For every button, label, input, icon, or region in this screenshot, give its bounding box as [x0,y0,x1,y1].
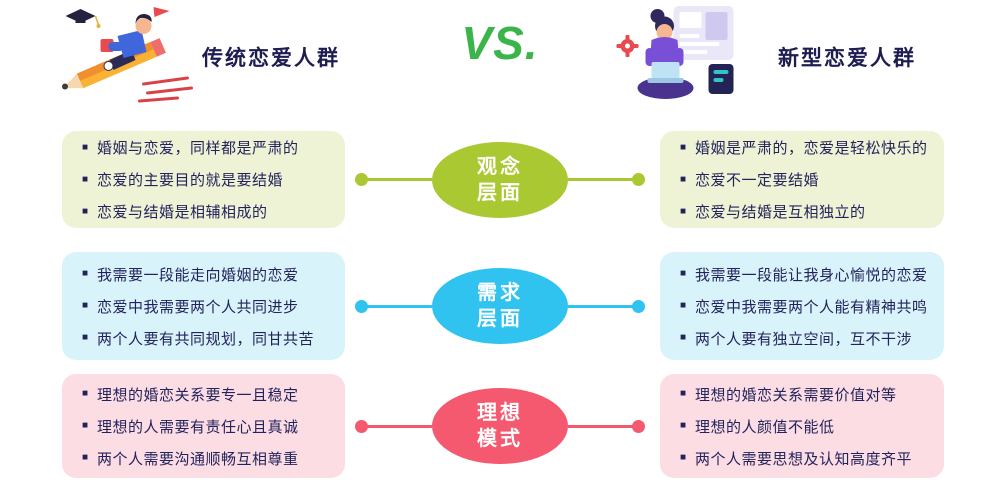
category-ellipse-needs: 需求 层面 [432,268,568,344]
bullet-square-icon: ■ [82,452,89,463]
list-item: ■ 恋爱中我需要两个人能有精神共鸣 [680,296,934,317]
concept-left-points-box: ■ 婚姻与恋爱，同样都是严肃的 ■ 恋爱的主要目的就是要结婚 ■ 恋爱与结婚是相… [62,131,345,228]
connector-line [568,424,634,428]
list-item: ■ 理想的人需要有责任心且真诚 [82,416,335,437]
right-group-title: 新型恋爱人群 [778,47,916,70]
needs-right-points-box: ■ 我需要一段能让我身心愉悦的恋爱 ■ 恋爱中我需要两个人能有精神共鸣 ■ 两个… [660,252,944,360]
connector-dot [632,299,645,313]
bullet-square-icon: ■ [82,173,89,185]
bullet-text: 恋爱与结婚是相辅相成的 [97,204,268,221]
ideal-right-points-box: ■ 理想的婚恋关系需要价值对等 ■ 理想的人颜值不能低 ■ 两个人需要思想及认知… [660,374,944,478]
bullet-text: 理想的人需要有责任心且真诚 [97,418,299,436]
list-item: ■ 理想的婚恋关系要专一且稳定 [82,384,335,405]
bullet-square-icon: ■ [680,268,687,279]
student-on-pencil-icon [62,7,193,103]
category-label-line2: 层面 [477,308,523,330]
list-item: ■ 恋爱不一定要结婚 [680,169,934,190]
laptop-woman-illustration [606,4,744,110]
list-item: ■ 婚姻是严肃的，恋爱是轻松快乐的 [680,137,934,158]
list-item: ■ 恋爱中我需要两个人共同进步 [82,296,335,317]
vs-label: VS. [461,17,539,69]
list-item: ■ 我需要一段能走向婚姻的恋爱 [82,264,335,285]
connector-line [366,304,432,308]
list-item: ■ 两个人需要沟通顺畅互相尊重 [82,448,335,469]
bullet-text: 理想的婚恋关系需要价值对等 [695,386,897,404]
list-item: ■ 恋爱与结婚是互相独立的 [680,201,934,222]
bullet-text: 婚姻是严肃的，恋爱是轻松快乐的 [695,140,928,157]
category-ellipse-ideal: 理想 模式 [432,388,568,464]
list-item: ■ 我需要一段能让我身心愉悦的恋爱 [680,264,934,285]
woman-with-laptop-icon [616,6,734,99]
list-item: ■ 两个人要有独立空间，互不干涉 [680,328,934,349]
category-label-line1: 需求 [477,282,523,304]
bullet-text: 我需要一段能走向婚姻的恋爱 [97,266,299,284]
bullet-square-icon: ■ [680,205,687,217]
bullet-square-icon: ■ [680,388,687,399]
bullet-square-icon: ■ [82,141,89,153]
needs-left-points-box: ■ 我需要一段能走向婚姻的恋爱 ■ 恋爱中我需要两个人共同进步 ■ 两个人要有共… [62,252,345,360]
comparison-row-ideal: ■ 理想的婚恋关系要专一且稳定 ■ 理想的人需要有责任心且真诚 ■ 两个人需要沟… [0,374,1000,478]
bullet-square-icon: ■ [82,300,89,311]
bullet-square-icon: ■ [680,420,687,431]
category-label-line2: 层面 [477,181,523,204]
bullet-square-icon: ■ [82,332,89,343]
left-group-title: 传统恋爱人群 [202,47,340,70]
connector-line [568,178,634,181]
bullet-square-icon: ■ [680,452,687,463]
bullet-text: 婚姻与恋爱，同样都是严肃的 [97,140,299,157]
bullet-text: 两个人需要思想及认知高度齐平 [695,450,913,468]
bullet-text: 我需要一段能让我身心愉悦的恋爱 [695,266,928,284]
bullet-square-icon: ■ [82,420,89,431]
connector-dot [355,299,368,313]
category-label-line1: 观念 [477,155,523,178]
bullet-square-icon: ■ [680,141,687,153]
bullet-text: 两个人要有共同规划，同甘共苦 [97,330,315,348]
connector-dot [355,173,368,186]
bullet-square-icon: ■ [680,173,687,185]
connector-dot [632,419,645,433]
bullet-square-icon: ■ [82,205,89,217]
bullet-square-icon: ■ [82,268,89,279]
flying-pencil-illustration [50,2,198,110]
connector-line [366,178,432,181]
category-label-line2: 模式 [477,428,523,450]
bullet-text: 恋爱中我需要两个人能有精神共鸣 [695,298,928,316]
comparison-row-concept: ■ 婚姻与恋爱，同样都是严肃的 ■ 恋爱的主要目的就是要结婚 ■ 恋爱与结婚是相… [0,131,1000,228]
list-item: ■ 理想的婚恋关系需要价值对等 [680,384,934,405]
list-item: ■ 两个人需要思想及认知高度齐平 [680,448,934,469]
bullet-text: 恋爱的主要目的就是要结婚 [97,172,284,189]
connector-line [568,304,634,308]
bullet-square-icon: ■ [680,332,687,343]
bullet-square-icon: ■ [680,300,687,311]
concept-right-points-box: ■ 婚姻是严肃的，恋爱是轻松快乐的 ■ 恋爱不一定要结婚 ■ 恋爱与结婚是互相独… [660,131,944,228]
list-item: ■ 恋爱的主要目的就是要结婚 [82,169,335,190]
connector-line [366,424,432,428]
category-ellipse-concept: 观念 层面 [432,141,568,218]
bullet-text: 恋爱不一定要结婚 [695,172,820,189]
connector-dot [355,419,368,433]
bullet-text: 两个人要有独立空间，互不干涉 [695,330,913,348]
list-item: ■ 两个人要有共同规划，同甘共苦 [82,328,335,349]
bullet-square-icon: ■ [82,388,89,399]
comparison-row-needs: ■ 我需要一段能走向婚姻的恋爱 ■ 恋爱中我需要两个人共同进步 ■ 两个人要有共… [0,252,1000,360]
list-item: ■ 理想的人颜值不能低 [680,416,934,437]
list-item: ■ 婚姻与恋爱，同样都是严肃的 [82,137,335,158]
bullet-text: 理想的婚恋关系要专一且稳定 [97,386,299,404]
bullet-text: 两个人需要沟通顺畅互相尊重 [97,450,299,468]
bullet-text: 理想的人颜值不能低 [695,418,835,436]
bullet-text: 恋爱与结婚是互相独立的 [695,204,866,221]
connector-dot [632,173,645,186]
ideal-left-points-box: ■ 理想的婚恋关系要专一且稳定 ■ 理想的人需要有责任心且真诚 ■ 两个人需要沟… [62,374,345,478]
list-item: ■ 恋爱与结婚是相辅相成的 [82,201,335,222]
category-label-line1: 理想 [477,402,523,424]
bullet-text: 恋爱中我需要两个人共同进步 [97,298,299,316]
